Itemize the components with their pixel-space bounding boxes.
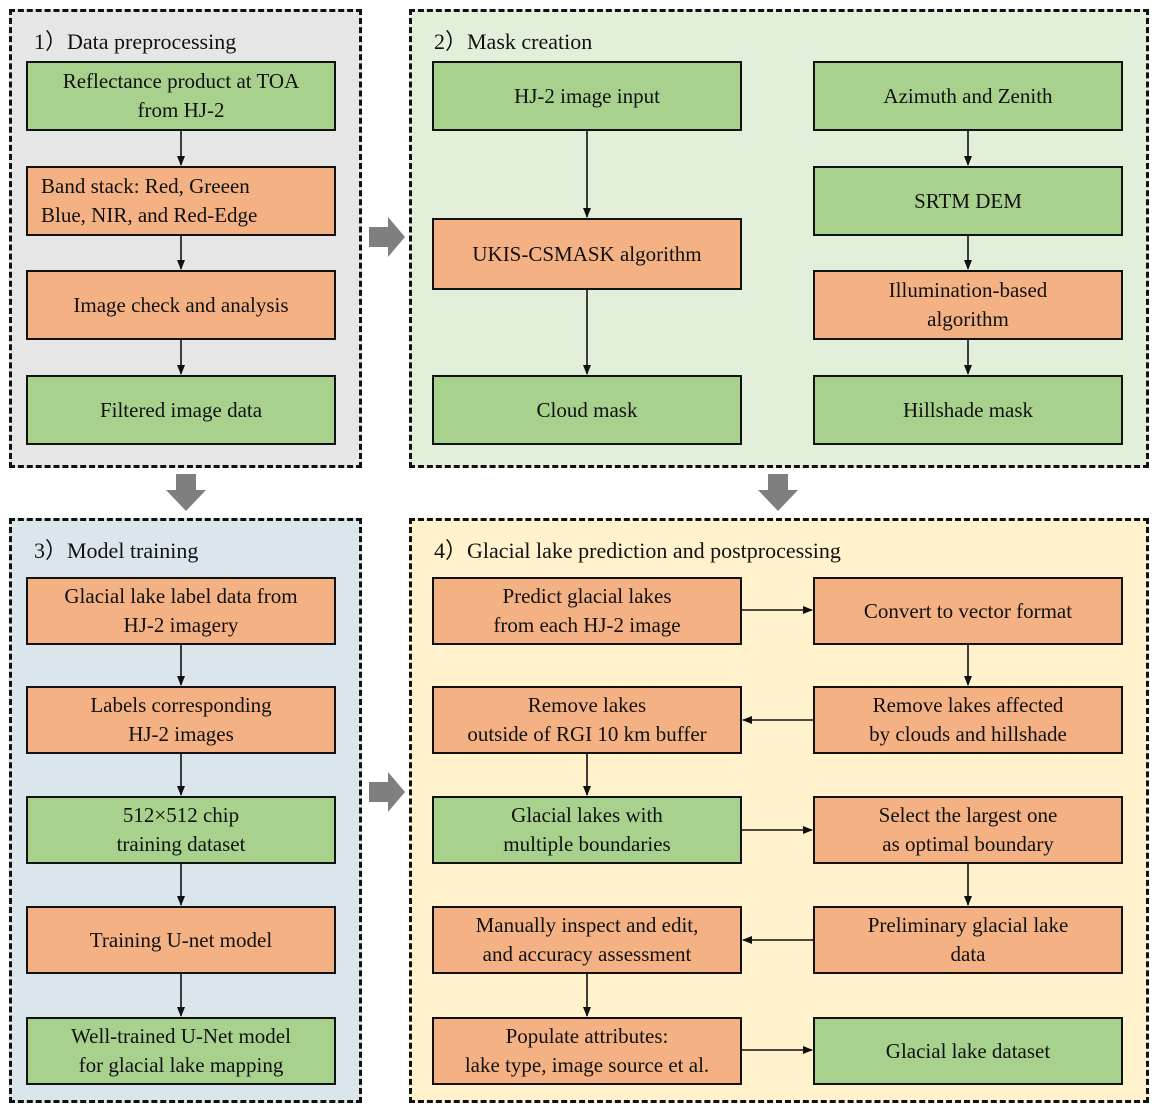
box-srtm-dem: SRTM DEM: [813, 166, 1123, 236]
box-well-trained-model: Well-trained U-Net model for glacial lak…: [26, 1017, 336, 1085]
panel-title: 4）Glacial lake prediction and postproces…: [434, 538, 841, 563]
panel-title: 1）Data preprocessing: [34, 29, 237, 54]
box-filtered-image-data: Filtered image data: [26, 375, 336, 445]
big-arrow-down-left: [166, 474, 206, 511]
box-remove-clouds-hillshade: Remove lakes affected by clouds and hill…: [813, 686, 1123, 754]
box-image-check: Image check and analysis: [26, 270, 336, 340]
big-arrow-right-top: [369, 217, 405, 257]
box-band-stack: Band stack: Red, Greeen Blue, NIR, and R…: [26, 166, 336, 236]
box-glacial-lake-dataset: Glacial lake dataset: [813, 1017, 1123, 1085]
big-arrow-right-bottom: [369, 772, 405, 812]
box-azimuth-zenith: Azimuth and Zenith: [813, 61, 1123, 131]
box-hillshade-mask: Hillshade mask: [813, 375, 1123, 445]
box-convert-vector: Convert to vector format: [813, 577, 1123, 645]
box-ukis-csmask: UKIS-CSMASK algorithm: [432, 218, 742, 290]
box-select-largest: Select the largest one as optimal bounda…: [813, 796, 1123, 864]
box-illumination-algorithm: Illumination-based algorithm: [813, 270, 1123, 340]
box-label-data: Glacial lake label data from HJ-2 imager…: [26, 577, 336, 645]
box-cloud-mask: Cloud mask: [432, 375, 742, 445]
box-chip-dataset: 512×512 chip training dataset: [26, 796, 336, 864]
box-training-unet: Training U-net model: [26, 906, 336, 974]
box-hj2-image-input: HJ-2 image input: [432, 61, 742, 131]
box-multiple-boundaries: Glacial lakes with multiple boundaries: [432, 796, 742, 864]
box-reflectance-product: Reflectance product at TOA from HJ-2: [26, 61, 336, 131]
box-labels-corresponding: Labels corresponding HJ-2 images: [26, 686, 336, 754]
box-predict-lakes: Predict glacial lakes from each HJ-2 ima…: [432, 577, 742, 645]
box-populate-attributes: Populate attributes: lake type, image so…: [432, 1017, 742, 1085]
box-remove-outside-rgi: Remove lakes outside of RGI 10 km buffer: [432, 686, 742, 754]
panel-title: 3）Model training: [34, 538, 199, 563]
box-manual-inspect: Manually inspect and edit, and accuracy …: [432, 906, 742, 974]
panel-title: 2）Mask creation: [434, 29, 593, 54]
big-arrow-down-right: [758, 474, 798, 511]
box-preliminary-data: Preliminary glacial lake data: [813, 906, 1123, 974]
